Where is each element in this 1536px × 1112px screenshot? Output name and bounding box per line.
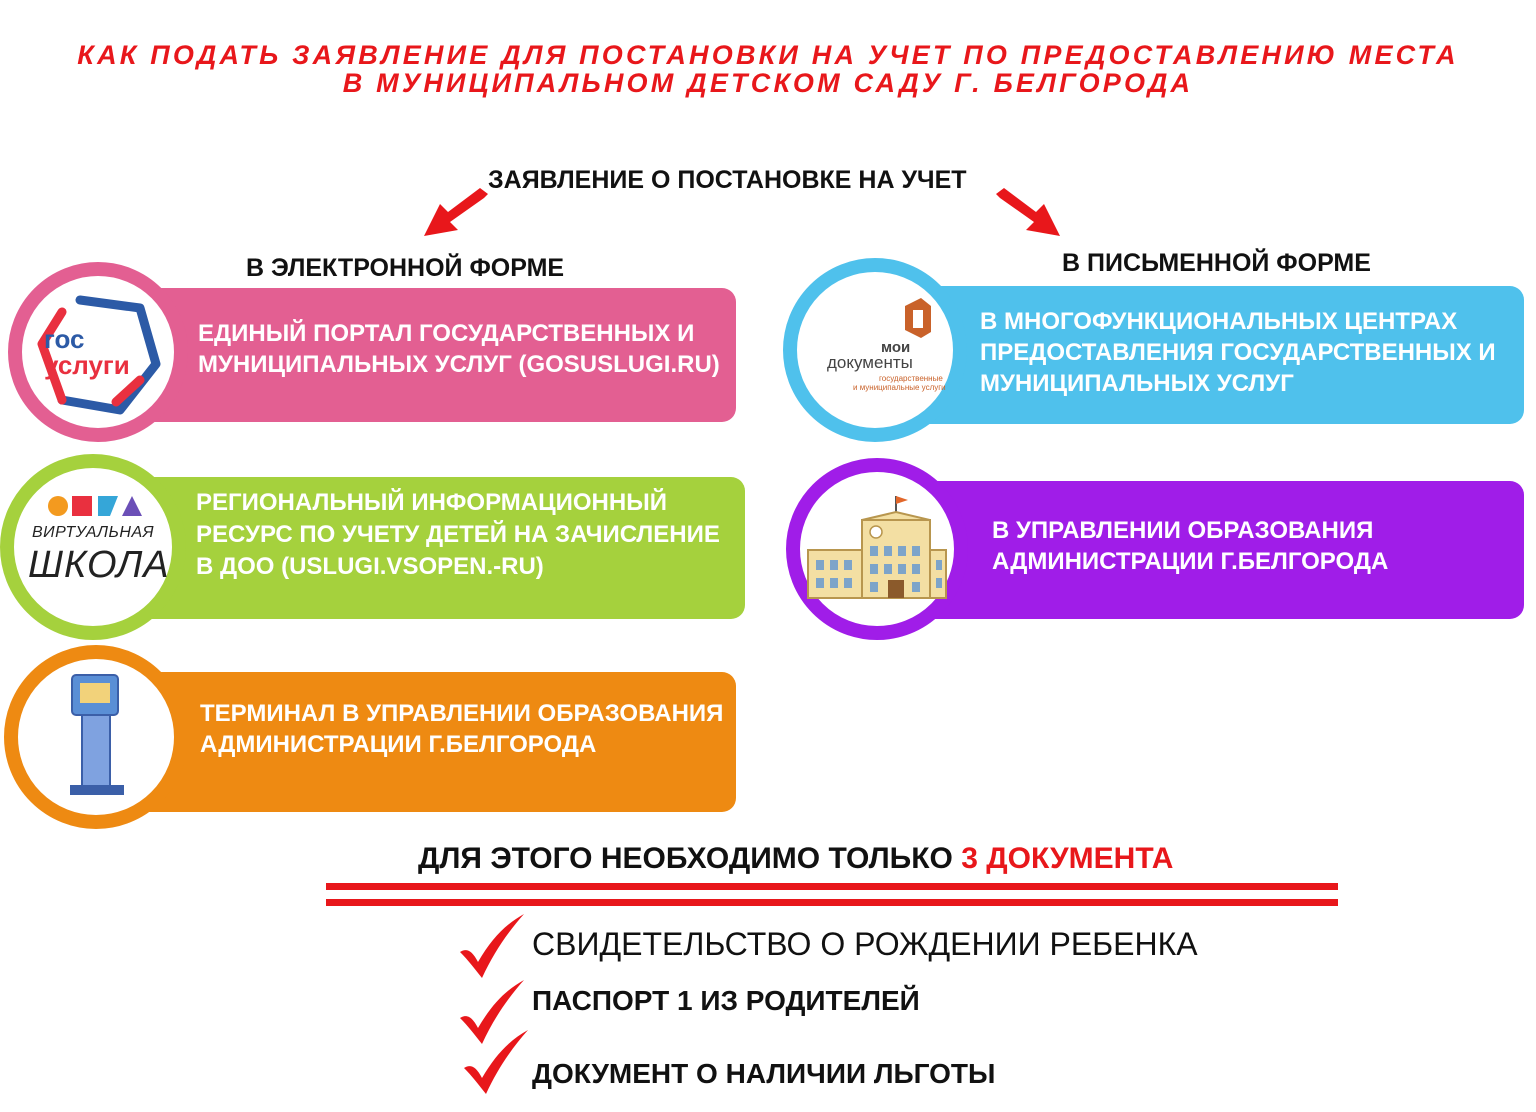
divider-bottom [326, 899, 1338, 906]
moi-dokumenty-logo-sub2: и муниципальные услуги [853, 383, 946, 392]
root-heading: ЗАЯВЛЕНИЕ О ПОСТАНОВКЕ НА УЧЕТ [488, 166, 967, 194]
terminal-ring [4, 645, 188, 829]
school-building-icon [807, 496, 947, 599]
gosuslugi-logo-icon [37, 295, 161, 415]
card-mfc-text: В МНОГОФУНКЦИОНАЛЬНЫХ ЦЕНТРАХ ПРЕДОСТАВЛ… [980, 308, 1496, 397]
gosuslugi-logo-line1: гос [44, 324, 85, 354]
check-icon-1 [460, 914, 524, 978]
doc-item-2: ПАСПОРТ 1 ИЗ РОДИТЕЛЕЙ [532, 985, 920, 1016]
card-education-dept-text: В УПРАВЛЕНИИ ОБРАЗОВАНИЯ АДМИНИСТРАЦИИ Г… [992, 517, 1389, 575]
card-virtual-school-text: РЕГИОНАЛЬНЫЙ ИНФОРМАЦИОННЫЙ РЕСУРС ПО УЧ… [196, 489, 720, 580]
left-column-heading: В ЭЛЕКТРОННОЙ ФОРМЕ [246, 254, 565, 282]
check-icon-2 [460, 980, 524, 1044]
card-virtual-school: РЕГИОНАЛЬНЫЙ ИНФОРМАЦИОННЫЙ РЕСУРС ПО УЧ… [118, 477, 745, 619]
gosuslugi-logo-line2: услуги [44, 350, 130, 380]
moi-dokumenty-logo-sub1: государственные [879, 374, 943, 383]
moi-dokumenty-logo-line2: документы [827, 353, 913, 372]
terminal-icon [70, 674, 124, 795]
docs-heading-highlight: 3 ДОКУМЕНТА [961, 842, 1174, 875]
moi-dokumenty-logo-line1: мои [881, 339, 911, 356]
arrow-left-icon [424, 188, 488, 236]
virtual-school-logo-icon [48, 496, 142, 516]
virtual-school-logo-line2: ШКОЛА [28, 544, 170, 586]
card-gosuslugi-text: ЕДИНЫЙ ПОРТАЛ ГОСУДАРСТВЕННЫХ И МУНИЦИПА… [198, 320, 720, 378]
moi-dokumenty-logo-icon [905, 298, 931, 338]
docs-heading-prefix: ДЛЯ ЭТОГО НЕОБХОДИМО ТОЛЬКО [418, 842, 962, 875]
page-title-line2: В МУНИЦИПАЛЬНОМ ДЕТСКОМ САДУ Г. БЕЛГОРОД… [342, 68, 1194, 98]
doc-item-1: СВИДЕТЕЛЬСТВО О РОЖДЕНИИ РЕБЕНКА [532, 926, 1198, 962]
virtual-school-logo-ring: ВИРТУАЛЬНАЯ ШКОЛА [0, 454, 186, 640]
moi-dokumenty-ring: мои документы государственные и муниципа… [783, 258, 967, 442]
card-gosuslugi: ЕДИНЫЙ ПОРТАЛ ГОСУДАРСТВЕННЫХ И МУНИЦИПА… [118, 288, 736, 422]
gosuslugi-logo-ring: гос услуги [8, 262, 188, 442]
page-title-line1: КАК ПОДАТЬ ЗАЯВЛЕНИЕ ДЛЯ ПОСТАНОВКИ НА У… [77, 40, 1459, 70]
doc-item-3: ДОКУМЕНТ О НАЛИЧИИ ЛЬГОТЫ [532, 1058, 996, 1089]
card-terminal-text: ТЕРМИНАЛ В УПРАВЛЕНИИ ОБРАЗОВАНИЯ АДМИНИ… [200, 700, 724, 758]
card-mfc: В МНОГОФУНКЦИОНАЛЬНЫХ ЦЕНТРАХ ПРЕДОСТАВЛ… [908, 286, 1524, 424]
check-icon-3 [464, 1030, 528, 1094]
school-building-ring [786, 458, 968, 640]
card-terminal: ТЕРМИНАЛ В УПРАВЛЕНИИ ОБРАЗОВАНИЯ АДМИНИ… [118, 672, 736, 812]
arrow-right-icon [996, 188, 1060, 236]
right-column-heading: В ПИСЬМЕННОЙ ФОРМЕ [1062, 249, 1371, 277]
docs-heading: ДЛЯ ЭТОГО НЕОБХОДИМО ТОЛЬКО 3 ДОКУМЕНТА [418, 842, 1173, 876]
card-education-dept: В УПРАВЛЕНИИ ОБРАЗОВАНИЯ АДМИНИСТРАЦИИ Г… [908, 481, 1524, 619]
divider-top [326, 883, 1338, 890]
virtual-school-logo-line1: ВИРТУАЛЬНАЯ [32, 524, 155, 541]
